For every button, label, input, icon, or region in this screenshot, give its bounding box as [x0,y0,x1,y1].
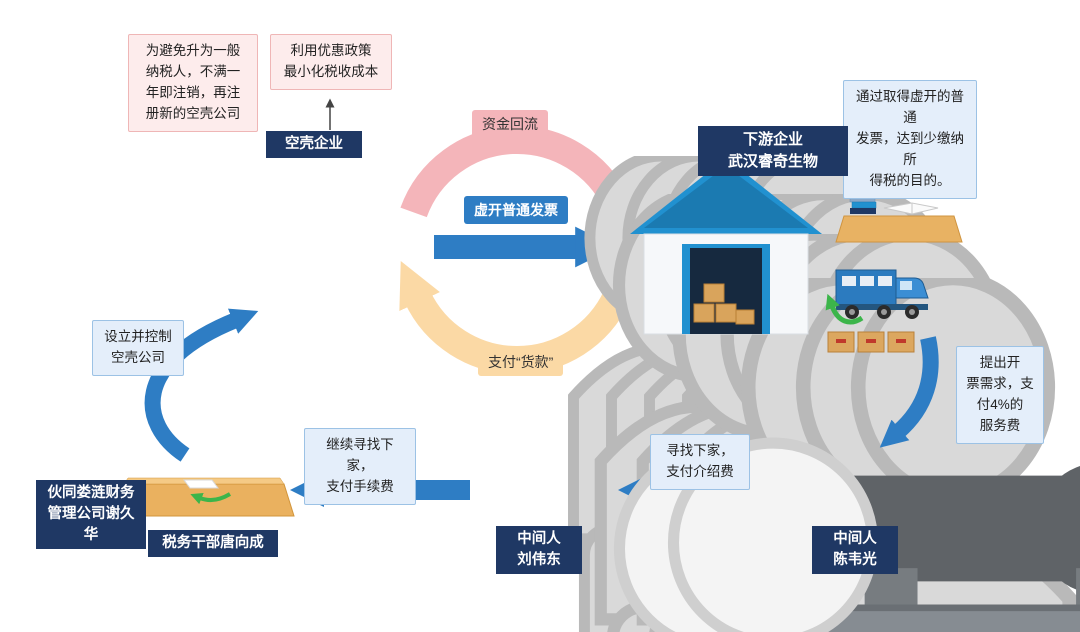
label-middleman-chen: 中间人 陈韦光 [812,526,898,575]
flow-capital-return: 资金回流 [472,110,548,138]
label-shell-company: 空壳企业 [266,131,362,159]
setup-shell-arrow [144,308,259,462]
warehouse-illustration [630,158,822,335]
flow-fake-invoice: 虚开普通发票 [464,196,568,224]
flow-pay-goods: 支付“货款” [478,348,564,376]
note-preferential-policy: 利用优惠政策 最小化税收成本 [270,34,392,90]
unloading-green-arrow [825,293,864,325]
tax-officer-desk-illustration [113,443,928,632]
note-avoid-general-taxpayer: 为避免升为一般 纳税人，不满一 年即注销，再注 册新的空壳公司 [128,34,258,132]
note-setup-control: 设立并控制 空壳公司 [92,320,184,376]
note-find-buyer: 寻找下家， 支付介绍费 [650,434,750,490]
note-service-fee: 提出开 票需求，支 付4%的 服务费 [956,346,1044,444]
label-downstream-company: 下游企业 武汉睿奇生物 [698,126,848,176]
service-fee-arrow [879,336,939,448]
note-continue-find: 继续寻找下家， 支付手续费 [304,428,416,505]
label-accomplice-company: 伙同娄涟财务 管理公司谢久华 [36,480,146,550]
delivery-truck-illustration [835,269,929,319]
note-invoice-purpose: 通过取得虚开的普通 发票，达到少缴纳所 得税的目的。 [843,80,977,199]
cardboard-boxes-illustration [827,331,915,353]
label-middleman-liu: 中间人 刘伟东 [496,526,582,575]
clerk-desk-illustration [835,195,963,243]
capital-return-arc [400,126,635,240]
label-tax-officer: 税务干部唐向成 [148,530,278,558]
